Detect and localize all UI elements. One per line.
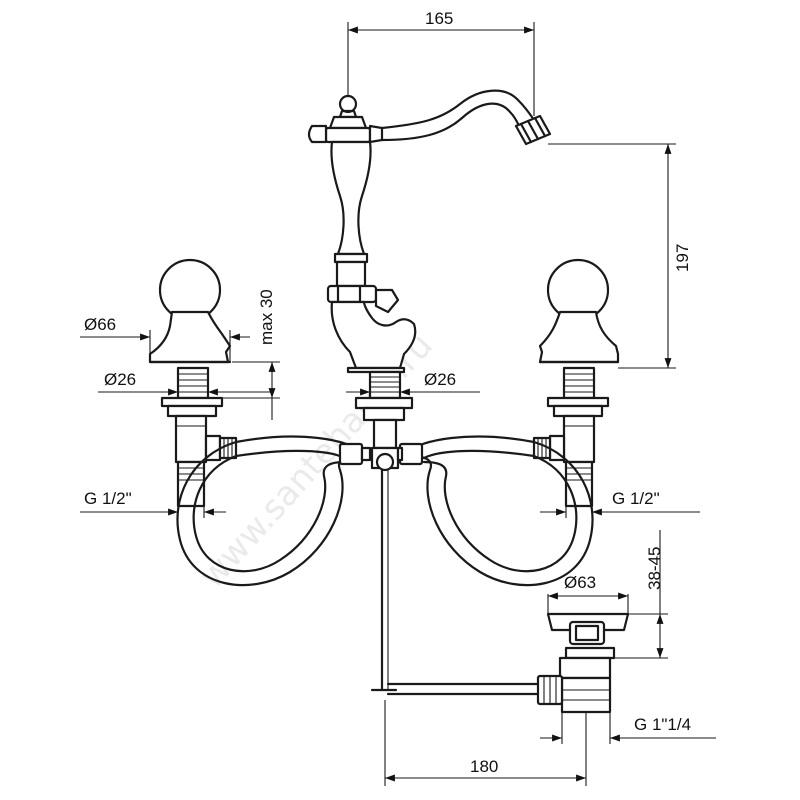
spout-body: [307, 89, 552, 472]
dimension-left-base-diameter: Ø26: [98, 370, 270, 396]
dimension-spout-reach: 165: [347, 9, 535, 116]
dim-label-left-d26: Ø26: [104, 370, 136, 389]
dimension-right-thread: G 1/2": [540, 489, 700, 518]
dimension-center-spacing: 180: [384, 700, 587, 786]
dimension-handle-diameter: Ø66: [80, 315, 250, 362]
dim-label-180: 180: [470, 757, 498, 776]
dim-label-d63: Ø63: [564, 573, 596, 592]
dimension-waste-height: 38-45: [614, 530, 668, 659]
waste-assembly: [536, 612, 630, 714]
dimension-height: 197: [548, 143, 692, 369]
dim-label-38-45: 38-45: [645, 547, 664, 590]
dimension-waste-diameter: Ø63: [547, 573, 629, 614]
dim-label-197: 197: [673, 244, 692, 272]
dim-label-165: 165: [425, 9, 453, 28]
popup-rod: [370, 468, 542, 696]
left-handle: [148, 258, 238, 508]
dimension-left-thread: G 1/2": [80, 489, 226, 518]
left-hose: [176, 435, 362, 587]
dimension-center-base-diameter: Ø26: [346, 370, 480, 396]
dim-label-g114: G 1"1/4: [634, 715, 691, 734]
right-handle: [532, 258, 620, 508]
dim-label-center-d26: Ø26: [424, 370, 456, 389]
dim-label-max30: max 30: [257, 289, 276, 345]
dimension-waste-thread: G 1"1/4: [540, 712, 716, 744]
center-connectors: [338, 442, 424, 466]
dim-label-left-g12: G 1/2": [84, 489, 132, 508]
dimension-handle-clearance: max 30: [222, 289, 280, 420]
dim-label-d66: Ø66: [84, 315, 116, 334]
dim-label-right-g12: G 1/2": [612, 489, 660, 508]
right-hose: [406, 435, 594, 587]
